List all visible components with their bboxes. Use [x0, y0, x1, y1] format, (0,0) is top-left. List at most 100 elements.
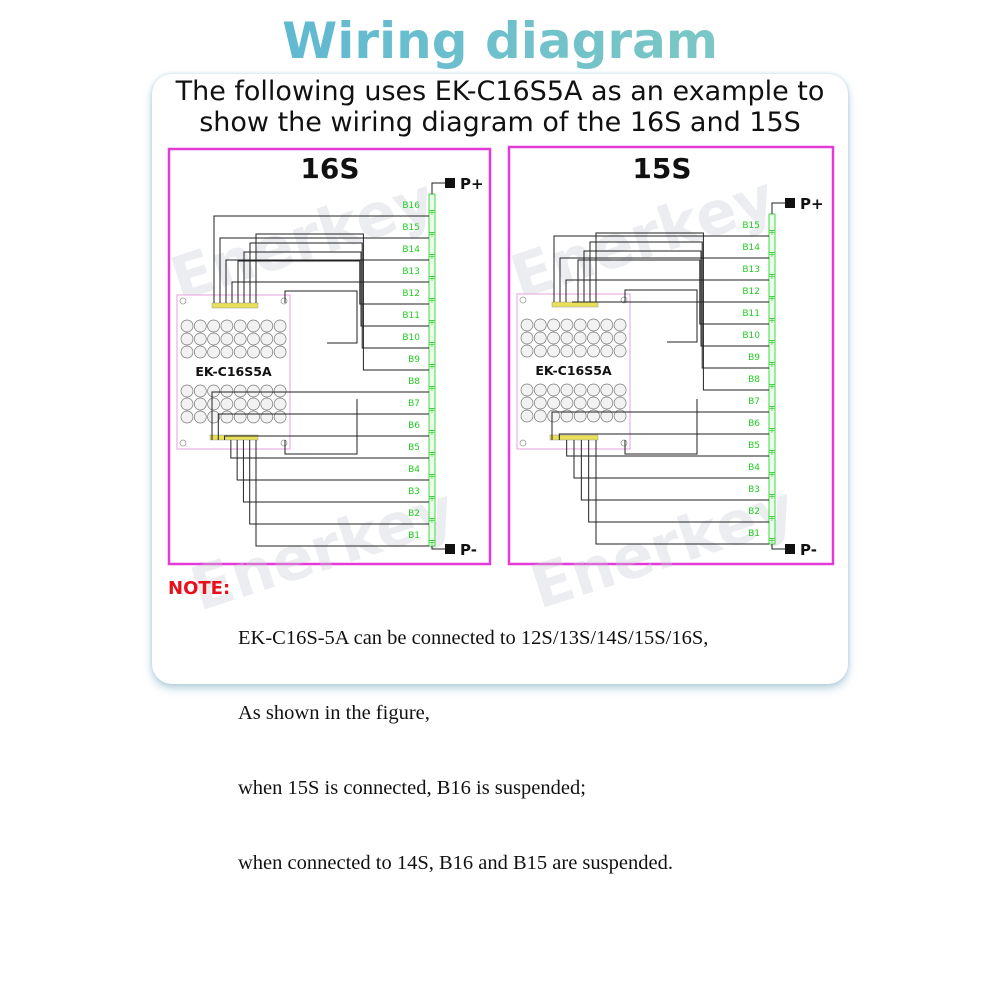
component-mosfet: [207, 397, 220, 411]
component-mosfet: [587, 331, 600, 345]
component-mosfet: [180, 397, 194, 411]
component-mosfet: [180, 319, 194, 333]
subtitle-line-1: The following uses EK-C16S5A as an examp…: [175, 76, 825, 107]
component-mosfet: [587, 383, 600, 397]
cell-plus-mark: +: [769, 382, 776, 391]
note-line: EK-C16S-5A can be connected to 12S/13S/1…: [238, 627, 709, 649]
component-mosfet: [520, 344, 534, 358]
p-plus-label: P+: [460, 175, 484, 193]
subtitle: The following uses EK-C16S5A as an examp…: [152, 76, 848, 138]
component-mosfet: [233, 319, 247, 333]
cell-label: B2: [748, 507, 760, 517]
bms-board: [176, 294, 291, 450]
cell-label: B9: [748, 353, 760, 363]
balance-wire: [583, 250, 769, 347]
component-mosfet: [587, 344, 600, 358]
balance-wire: [595, 232, 769, 391]
component-mosfet: [220, 345, 234, 359]
cell-label: B14: [402, 245, 420, 255]
balance-wire: [589, 241, 769, 369]
cell-plus-mark: +: [429, 252, 436, 261]
balance-wire: [558, 433, 769, 440]
cell-label: B3: [748, 485, 760, 495]
component-mosfet: [273, 319, 287, 333]
component-mosfet: [573, 344, 587, 358]
cell-label: B8: [748, 375, 760, 385]
routing-wire: [624, 289, 698, 343]
component-mosfet: [233, 332, 247, 346]
component-mosfet: [600, 396, 614, 410]
watermark-text: Enerkey: [163, 165, 443, 316]
component-mosfet: [547, 318, 560, 332]
balance-wire: [595, 440, 769, 545]
cell-plus-mark: +: [429, 208, 436, 217]
cell-label: B16: [402, 201, 420, 211]
balance-wire: [249, 242, 429, 349]
component-mosfet: [547, 331, 560, 345]
cell-label: B6: [748, 419, 760, 429]
component-mosfet: [587, 409, 600, 423]
component-mosfet: [520, 409, 534, 423]
component-mosfet: [247, 332, 260, 346]
cell-plus-mark: +: [769, 514, 776, 523]
panel-frame: [507, 145, 835, 566]
balance-wire: [224, 435, 429, 440]
cell-plus-mark: +: [429, 428, 436, 437]
component-mosfet: [260, 319, 274, 333]
p-minus-label: P-: [800, 541, 817, 559]
component-mosfet: [613, 331, 627, 345]
cell-label: B4: [408, 465, 420, 475]
component-mosfet: [193, 345, 207, 359]
bms-board: [516, 293, 631, 450]
balance-wire: [249, 440, 429, 525]
cell-label: B15: [742, 221, 760, 231]
component-mosfet: [547, 396, 560, 410]
p-plus-terminal: [445, 178, 455, 188]
p-minus-terminal: [445, 544, 455, 554]
balance-wire: [242, 440, 429, 503]
component-mosfet: [180, 384, 194, 398]
balance-header-bottom: [209, 434, 259, 441]
balance-wire: [553, 235, 769, 302]
cell-plus-mark: +: [769, 404, 776, 413]
component-mosfet: [193, 397, 207, 411]
component-mosfet: [273, 410, 287, 424]
component-mosfet: [613, 396, 627, 410]
panel-frame: [167, 147, 492, 566]
component-mosfet: [520, 396, 534, 410]
p-minus-label: P-: [460, 541, 477, 559]
cell-plus-mark: +: [429, 494, 436, 503]
p-plus-label: P+: [800, 195, 824, 213]
component-mosfet: [193, 410, 207, 424]
cell-plus-mark: +: [769, 492, 776, 501]
panel-label: 16S: [300, 152, 359, 185]
balance-wire: [580, 440, 769, 501]
component-mosfet: [573, 331, 587, 345]
balance-header-top: [211, 302, 259, 309]
component-mosfet: [193, 319, 207, 333]
component-mosfet: [260, 345, 274, 359]
note-line: when 15S is connected, B16 is suspended;: [238, 777, 586, 799]
component-mosfet: [233, 410, 247, 424]
balance-wire: [559, 257, 769, 302]
cell-plus-mark: +: [429, 538, 436, 547]
mounting-hole: [620, 296, 628, 304]
mounting-hole: [519, 296, 527, 304]
cell-label: B10: [742, 331, 760, 341]
component-mosfet: [247, 410, 260, 424]
component-mosfet: [560, 396, 574, 410]
panel-label: 15S: [632, 152, 691, 185]
cell-label: B3: [408, 487, 420, 497]
component-mosfet: [207, 384, 220, 398]
balance-wire: [230, 440, 429, 459]
balance-wire: [588, 440, 769, 523]
cell-label: B1: [748, 529, 760, 539]
component-mosfet: [180, 345, 194, 359]
mounting-hole: [179, 297, 187, 305]
component-mosfet: [220, 384, 234, 398]
component-mosfet: [247, 345, 260, 359]
component-mosfet: [573, 409, 587, 423]
cell-plus-mark: +: [429, 516, 436, 525]
component-mosfet: [273, 345, 287, 359]
